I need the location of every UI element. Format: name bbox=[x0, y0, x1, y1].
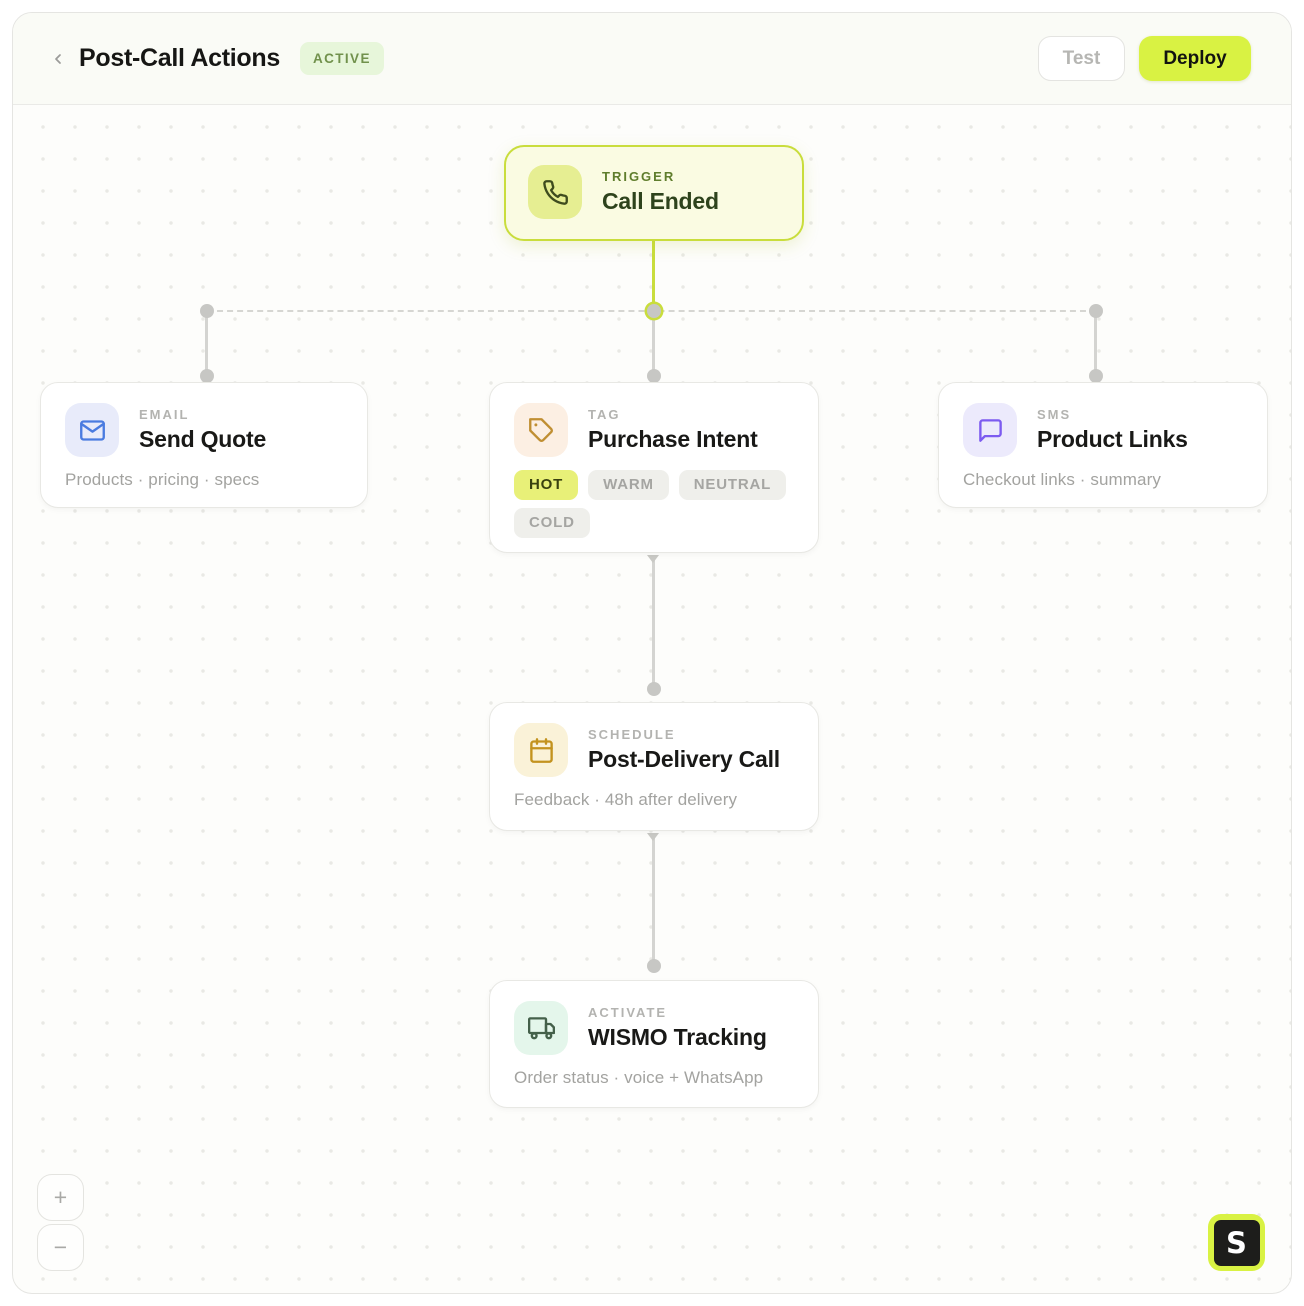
back-button[interactable] bbox=[45, 46, 71, 72]
header-actions: Test Deploy bbox=[1038, 36, 1251, 81]
node-subtitle: Products · pricing · specs bbox=[65, 470, 260, 489]
connector-dot bbox=[200, 304, 214, 318]
node-tag-purchase-intent[interactable]: TAG Purchase Intent HOT WARM NEUTRAL COL… bbox=[489, 382, 819, 553]
arrow-down-icon bbox=[647, 555, 659, 563]
app-frame: Post-Call Actions ACTIVE Test Deploy bbox=[12, 12, 1292, 1294]
connector-dot bbox=[647, 369, 661, 383]
node-title: Product Links bbox=[1037, 426, 1188, 452]
connector-tag-schedule-line bbox=[652, 555, 655, 689]
arrow-down-icon bbox=[647, 833, 659, 841]
chip-warm[interactable]: WARM bbox=[588, 470, 669, 500]
connector-trigger-line bbox=[652, 239, 655, 311]
node-email-send-quote[interactable]: EMAIL Send Quote Products · pricing · sp… bbox=[40, 382, 368, 508]
connector-dot bbox=[647, 682, 661, 696]
intent-chip-row: HOT WARM NEUTRAL COLD bbox=[514, 470, 794, 538]
chat-bubble-icon bbox=[963, 403, 1017, 457]
connector-branch-right-line bbox=[1094, 311, 1097, 376]
node-schedule-post-delivery-call[interactable]: SCHEDULE Post-Delivery Call Feedback · 4… bbox=[489, 702, 819, 831]
node-type-label: ACTIVATE bbox=[588, 1005, 668, 1020]
node-title: Call Ended bbox=[602, 188, 719, 214]
node-subtitle: Order status · voice + WhatsApp bbox=[514, 1068, 764, 1087]
plus-icon: + bbox=[53, 1184, 68, 1210]
node-title: Send Quote bbox=[139, 426, 267, 452]
node-type-label: SCHEDULE bbox=[588, 727, 676, 742]
flow-canvas[interactable]: TRIGGER Call Ended EMAIL Send Quote Prod… bbox=[13, 105, 1291, 1293]
node-title: WISMO Tracking bbox=[588, 1024, 767, 1050]
node-type-label: TRIGGER bbox=[602, 169, 676, 184]
connector-schedule-activate-line bbox=[652, 833, 655, 966]
chip-neutral[interactable]: NEUTRAL bbox=[678, 470, 787, 500]
test-button[interactable]: Test bbox=[1038, 36, 1125, 81]
truck-icon bbox=[514, 1001, 568, 1055]
chip-cold[interactable]: COLD bbox=[514, 508, 590, 538]
connector-dot bbox=[1089, 304, 1103, 318]
connector-dot bbox=[1089, 369, 1103, 383]
status-badge: ACTIVE bbox=[299, 42, 384, 75]
header-bar: Post-Call Actions ACTIVE Test Deploy bbox=[13, 13, 1291, 105]
brand-logo[interactable]: S bbox=[1208, 1214, 1265, 1271]
zoom-in-button[interactable]: + bbox=[37, 1174, 84, 1221]
node-sms-product-links[interactable]: SMS Product Links Checkout links · summa… bbox=[938, 382, 1268, 508]
trigger-port-dot bbox=[647, 304, 661, 318]
node-subtitle: Checkout links · summary bbox=[963, 470, 1161, 489]
minus-icon: − bbox=[53, 1234, 68, 1260]
node-trigger-call-ended[interactable]: TRIGGER Call Ended bbox=[504, 145, 804, 241]
node-title: Post-Delivery Call bbox=[588, 746, 780, 772]
envelope-icon bbox=[65, 403, 119, 457]
zoom-out-button[interactable]: − bbox=[37, 1224, 84, 1271]
tag-icon bbox=[514, 403, 568, 457]
phone-icon bbox=[528, 165, 582, 219]
chevron-left-icon bbox=[50, 51, 66, 67]
deploy-button[interactable]: Deploy bbox=[1139, 36, 1251, 81]
connector-dot bbox=[647, 959, 661, 973]
node-type-label: SMS bbox=[1037, 407, 1072, 422]
chip-hot[interactable]: HOT bbox=[514, 470, 579, 500]
connector-branch-center-line bbox=[652, 311, 655, 376]
connector-dot bbox=[200, 369, 214, 383]
brand-logo-letter: S bbox=[1213, 1219, 1260, 1266]
page-title: Post-Call Actions bbox=[79, 44, 280, 72]
node-activate-wismo-tracking[interactable]: ACTIVATE WISMO Tracking Order status · v… bbox=[489, 980, 819, 1108]
connector-branch-left-line bbox=[205, 311, 208, 376]
calendar-icon bbox=[514, 723, 568, 777]
node-subtitle: Feedback · 48h after delivery bbox=[514, 790, 738, 809]
node-type-label: TAG bbox=[588, 407, 621, 422]
node-type-label: EMAIL bbox=[139, 407, 190, 422]
node-title: Purchase Intent bbox=[588, 426, 758, 452]
